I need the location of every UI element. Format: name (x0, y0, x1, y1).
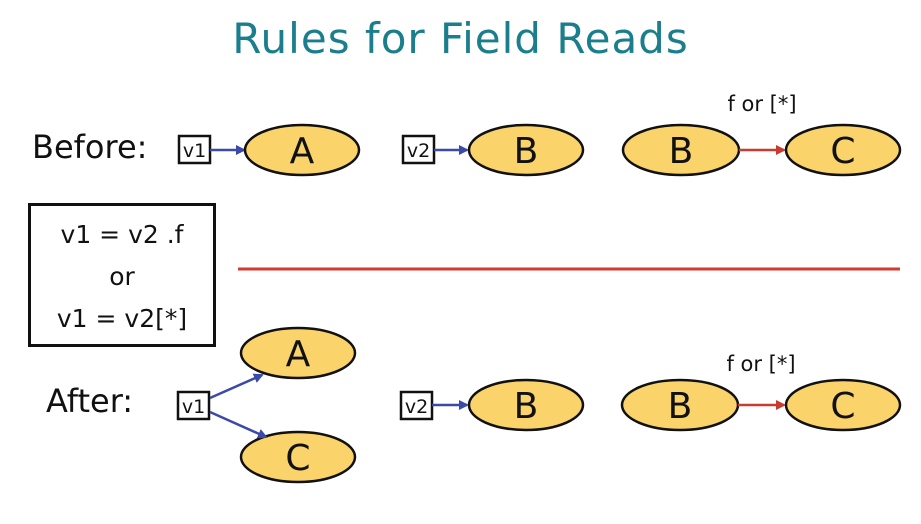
page-title: Rules for Field Reads (232, 14, 689, 63)
after-edge-label: f or [*] (726, 352, 795, 376)
svg-text:v1: v1 (182, 396, 205, 418)
svg-text:v2: v2 (405, 396, 428, 418)
after-node-c: C (784, 378, 902, 432)
after-node-b1: B (467, 378, 585, 432)
after-v2-var: v2 (399, 390, 434, 421)
before-v1-var: v1 (177, 134, 212, 165)
svg-text:A: A (290, 131, 315, 172)
before-edge-label: f or [*] (727, 92, 796, 116)
svg-text:v2: v2 (407, 140, 430, 162)
after-v1-edge-c (209, 410, 268, 439)
svg-text:v1: v1 (183, 140, 206, 162)
statement-box: v1 = v2 .f or v1 = v2[*] (28, 203, 216, 347)
statement-line-field: v1 = v2 .f (60, 220, 184, 249)
after-label: After: (46, 382, 134, 420)
svg-text:B: B (669, 131, 694, 172)
svg-text:B: B (514, 131, 539, 172)
before-node-b1: B (467, 123, 585, 177)
before-node-c: C (784, 123, 902, 177)
before-node-a: A (243, 123, 361, 177)
svg-text:C: C (830, 131, 855, 172)
statement-line-or: or (109, 262, 135, 291)
after-node-a: A (239, 326, 357, 380)
before-node-b2: B (621, 123, 741, 177)
svg-text:B: B (668, 386, 693, 427)
before-label: Before: (32, 128, 148, 166)
after-v1-var: v1 (176, 390, 211, 421)
after-node-c-target: C (239, 430, 357, 484)
svg-text:A: A (286, 334, 311, 375)
statement-line-array: v1 = v2[*] (56, 304, 188, 333)
svg-text:B: B (514, 386, 539, 427)
after-v1-edge-a (209, 373, 264, 400)
svg-text:C: C (830, 386, 855, 427)
before-v2-var: v2 (401, 134, 436, 165)
after-node-b2: B (620, 378, 740, 432)
svg-text:C: C (285, 438, 310, 479)
